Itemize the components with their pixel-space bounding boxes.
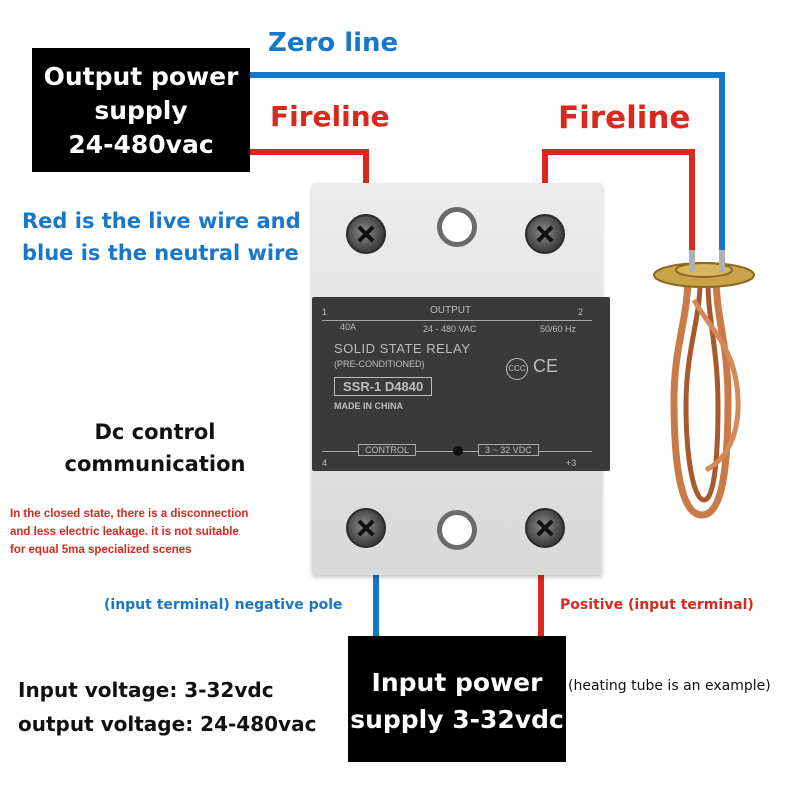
- relay-terminal-4: 4: [322, 458, 328, 468]
- mounting-hole-top: [437, 207, 477, 247]
- zero-line-label: Zero line: [268, 28, 399, 58]
- warning-line1: In the closed state, there is a disconne…: [10, 508, 249, 520]
- relay-label-panel: [312, 297, 610, 471]
- input-box-line1: Input power: [371, 668, 543, 697]
- relay-control-label: CONTROL: [358, 444, 417, 456]
- input-voltage-text: Input voltage: 3-32vdc: [18, 678, 274, 702]
- relay-subtitle: (PRE-CONDITIONED): [334, 359, 425, 369]
- relay-model: SSR-1 D4840: [334, 377, 433, 396]
- relay-title: SOLID STATE RELAY: [334, 341, 471, 356]
- relay-terminal-1: 1: [322, 307, 328, 317]
- input-power-supply-box: Input power supply 3-32vdc: [348, 636, 566, 762]
- dc-control-line2: communication: [64, 452, 246, 476]
- relay-output-line: [322, 320, 592, 321]
- output-power-supply-box: Output power supply 24-480vac: [32, 48, 250, 172]
- output-voltage-text: output voltage: 24-480vac: [18, 712, 317, 736]
- dc-control-line1: Dc control: [94, 420, 216, 444]
- mounting-hole-bottom: [437, 510, 477, 550]
- heating-tube-note: (heating tube is an example): [568, 678, 771, 694]
- relay-output-label: OUTPUT: [430, 305, 472, 316]
- input-box-line2: supply 3-32vdc: [350, 705, 564, 734]
- warning-line3: for equal 5ma specialized scenes: [10, 544, 192, 556]
- fireline-left-label: Fireline: [270, 100, 390, 133]
- heating-tube-illustration: [653, 250, 755, 519]
- relay-ce-mark: CE: [533, 356, 559, 376]
- relay-current: 40A: [340, 322, 357, 332]
- positive-pole-label: Positive (input terminal): [560, 597, 754, 613]
- relay-control-range: 3 ~ 32 VDC: [478, 444, 539, 456]
- output-terminal-screw-2: [525, 214, 565, 254]
- relay-indicator-led: [453, 446, 463, 456]
- zero-line-wire: [250, 72, 725, 250]
- warning-line2: and less electric leakage. it is not sui…: [10, 526, 239, 538]
- fireline-right-label: Fireline: [558, 100, 691, 136]
- relay-frequency: 50/60 Hz: [540, 324, 577, 334]
- relay-output-range: 24 - 480 VAC: [423, 324, 477, 334]
- dc-control-label: Dc control communication: [60, 416, 250, 480]
- wire-note-line1: Red is the live wire and: [22, 209, 301, 233]
- relay-terminal-2: 2: [578, 307, 584, 317]
- output-box-line2: supply: [94, 96, 188, 125]
- wire-note-line2: blue is the neutral wire: [22, 241, 299, 265]
- relay-origin: MADE IN CHINA: [334, 401, 403, 411]
- output-terminal-screw-1: [346, 214, 386, 254]
- relay-cert-mark: CCC: [506, 358, 528, 380]
- input-terminal-screw-negative: [346, 508, 386, 548]
- relay-terminal-3: +3: [566, 458, 577, 468]
- voltage-summary: Input voltage: 3-32vdc output voltage: 2…: [18, 673, 316, 741]
- output-box-line3: 24-480vac: [68, 130, 214, 159]
- wire-note: Red is the live wire and blue is the neu…: [22, 205, 301, 269]
- output-box-line1: Output power: [43, 62, 239, 91]
- negative-pole-label: (input terminal) negative pole: [104, 597, 343, 613]
- leakage-warning: In the closed state, there is a disconne…: [10, 505, 248, 559]
- input-terminal-screw-positive: [525, 508, 565, 548]
